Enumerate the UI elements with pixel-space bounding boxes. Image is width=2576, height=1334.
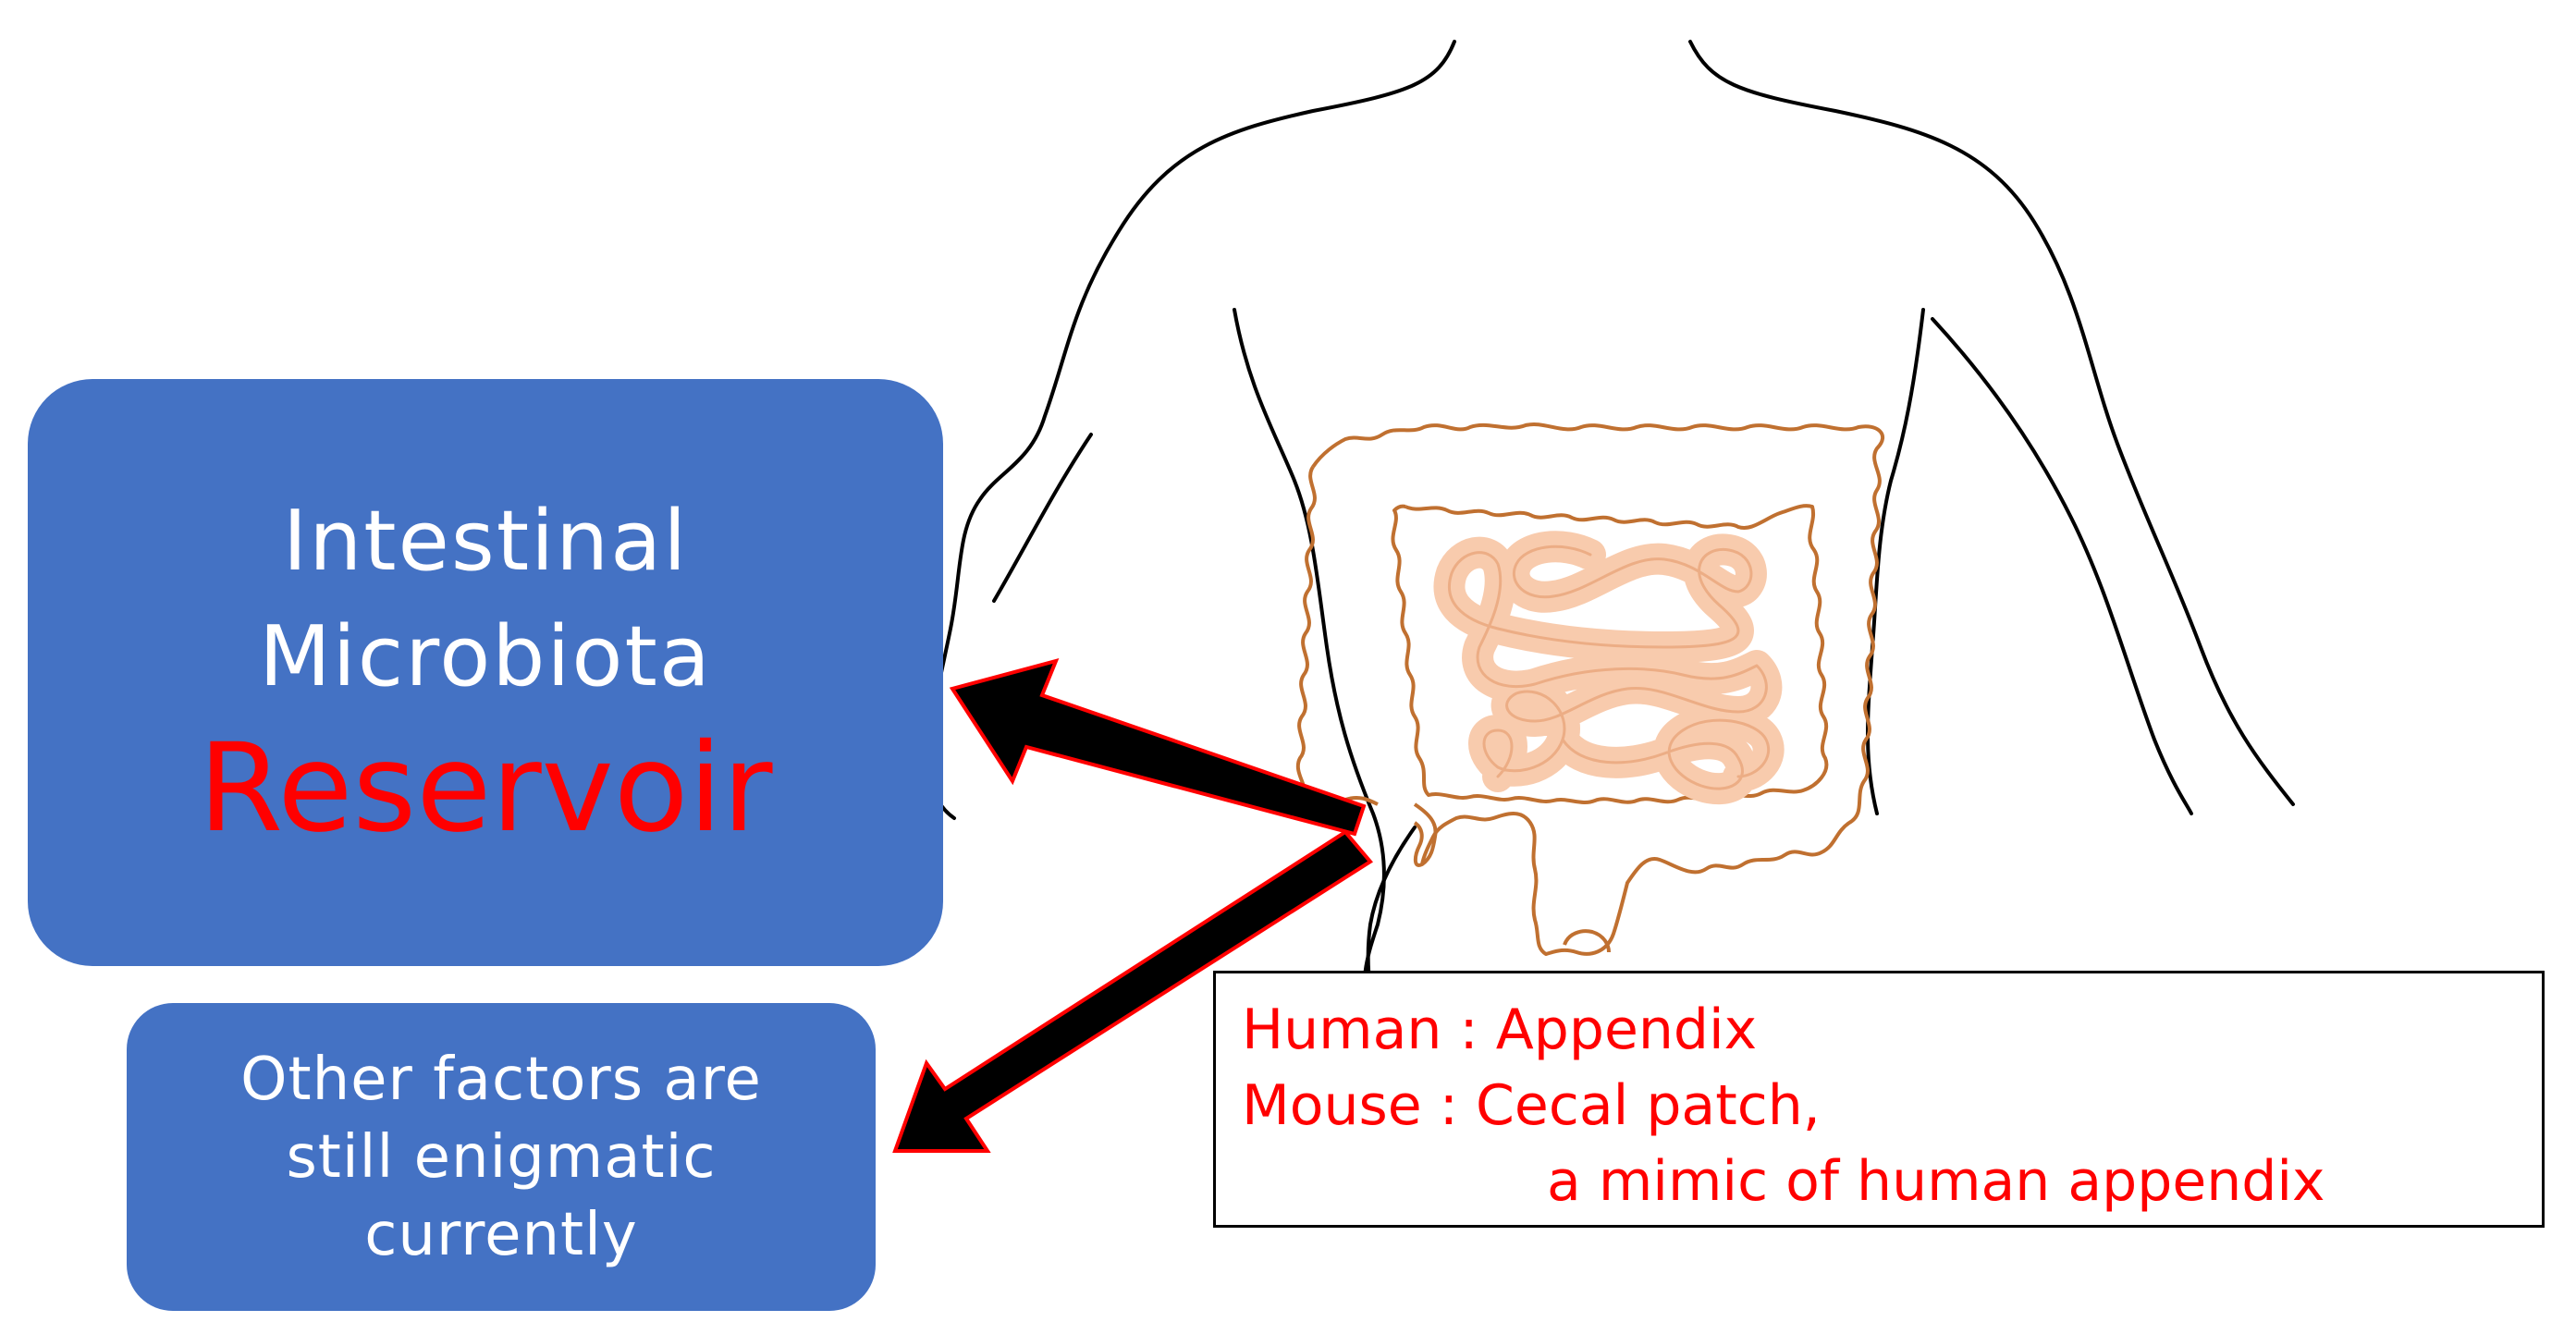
appendix-outline <box>1413 802 1438 867</box>
waist-left-contour <box>1233 308 1386 1010</box>
note-mouse: Mouse : Cecal patch, <box>1242 1073 1821 1138</box>
torso-right-contour <box>1688 40 2295 806</box>
reservoir-emphasis: Reservoir <box>198 716 773 860</box>
left-arm-inner-contour <box>992 433 1093 603</box>
arrow-to-other-factors <box>892 829 1374 1153</box>
reservoir-line-2: Microbiota <box>259 607 712 705</box>
rectum-outline <box>1563 929 1611 953</box>
other-factors-box: Other factors are still enigmatic curren… <box>127 1003 876 1311</box>
factors-line-2: still enigmatic <box>286 1122 717 1192</box>
factors-line-3: currently <box>364 1200 638 1269</box>
colon-left-side <box>1295 465 1379 806</box>
colon-outer-outline <box>1311 422 1885 956</box>
note-human: Human : Appendix <box>1242 997 1758 1062</box>
factors-line-1: Other factors are <box>240 1045 762 1114</box>
small-intestine-coils <box>1433 531 1785 805</box>
species-note-box: Human : Appendix Mouse : Cecal patch, a … <box>1213 971 2545 1228</box>
thigh-contour <box>1366 826 1417 991</box>
colon-inner-outline <box>1391 504 1829 804</box>
reservoir-box: Intestinal Microbiota Reservoir <box>28 379 943 966</box>
arrows <box>892 658 1374 1153</box>
body-outline <box>926 40 2295 1010</box>
small-intestine <box>1433 531 1785 805</box>
right-arm-inner-contour <box>1931 317 2193 815</box>
small-intestine-inner-line <box>1447 545 1771 790</box>
note-mimic: a mimic of human appendix <box>1547 1149 2325 1214</box>
arrow-to-reservoir <box>949 658 1367 837</box>
reservoir-line-1: Intestinal <box>282 492 689 590</box>
